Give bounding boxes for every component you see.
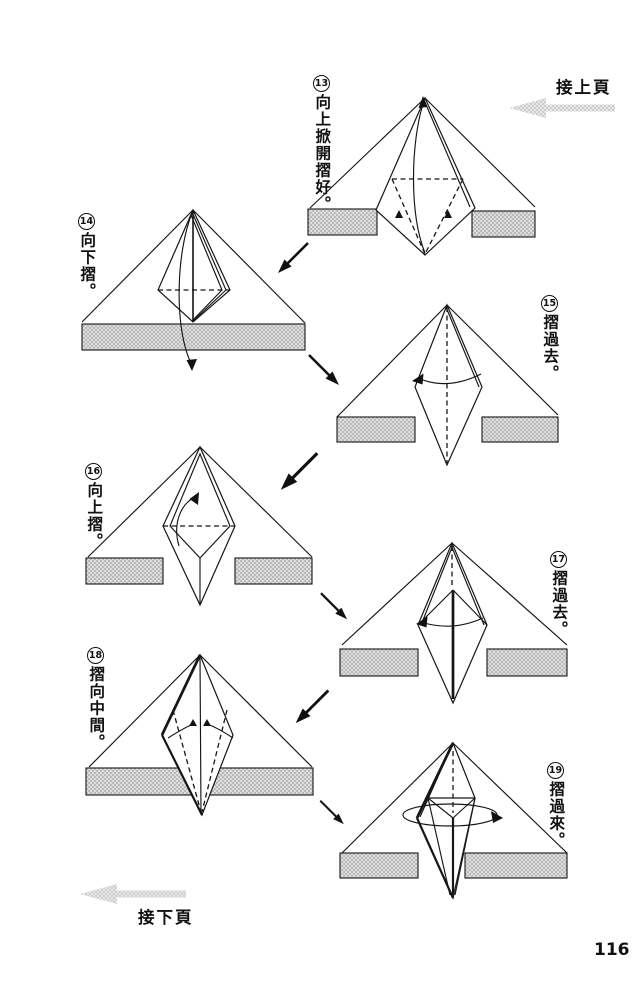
origami-diagram-step-13 — [307, 96, 536, 256]
step-18-instruction: 摺向中間。 — [87, 666, 105, 751]
flow-arrow-13-14-icon — [278, 242, 309, 273]
step-19-number-badge: 19 — [547, 762, 564, 779]
step-19-instruction: 摺過來。 — [547, 781, 565, 849]
step-17-number: 17 — [551, 554, 566, 565]
step-15-label: 15 摺過去。 — [541, 295, 558, 382]
step-19-label: 19 摺過來。 — [547, 762, 564, 849]
step-13-label: 13 向上掀開摺好。 — [313, 75, 330, 213]
step-16-instruction: 向上摺。 — [85, 482, 103, 550]
step-16-number: 16 — [86, 466, 101, 477]
step-19-number: 19 — [548, 765, 563, 776]
flow-arrow-14-15-icon — [308, 354, 339, 385]
step-17-instruction: 摺過去。 — [550, 570, 568, 638]
step-14-label: 14 向下摺。 — [78, 213, 95, 300]
flow-arrow-18-19-icon — [319, 799, 344, 825]
origami-diagram-step-14 — [81, 208, 306, 371]
origami-diagram-step-16 — [85, 445, 313, 607]
origami-diagram-step-17 — [339, 541, 568, 705]
step-18-label: 18 摺向中間。 — [87, 647, 104, 751]
origami-diagram-step-15 — [336, 303, 559, 467]
prev-page-label: 接上頁 — [556, 79, 612, 97]
page-next-arrow-icon — [80, 884, 186, 904]
step-15-number-badge: 15 — [541, 295, 558, 312]
page-number: 116 — [594, 940, 630, 960]
step-16-label: 16 向上摺。 — [85, 463, 102, 550]
step-13-number: 13 — [314, 78, 329, 89]
flow-arrow-15-16-icon — [280, 452, 319, 490]
step-15-instruction: 摺過去。 — [541, 314, 559, 382]
step-14-number-badge: 14 — [78, 213, 95, 230]
step-16-number-badge: 16 — [85, 463, 102, 480]
flow-arrow-16-17-icon — [320, 592, 348, 620]
step-13-number-badge: 13 — [313, 75, 330, 92]
page-prev-arrow-icon — [509, 98, 615, 118]
next-page-label: 接下頁 — [138, 909, 194, 927]
step-15-number: 15 — [542, 298, 557, 309]
step-14-instruction: 向下摺。 — [78, 232, 96, 300]
step-18-number: 18 — [88, 650, 103, 661]
step-14-number: 14 — [79, 216, 94, 227]
origami-diagram-step-18 — [85, 653, 314, 817]
origami-diagram-step-19 — [339, 741, 568, 900]
step-18-number-badge: 18 — [87, 647, 104, 664]
flow-arrow-17-18-icon — [295, 689, 330, 724]
step-17-label: 17 摺過去。 — [550, 551, 567, 638]
step-13-instruction: 向上掀開摺好。 — [313, 94, 331, 213]
step-17-number-badge: 17 — [550, 551, 567, 568]
